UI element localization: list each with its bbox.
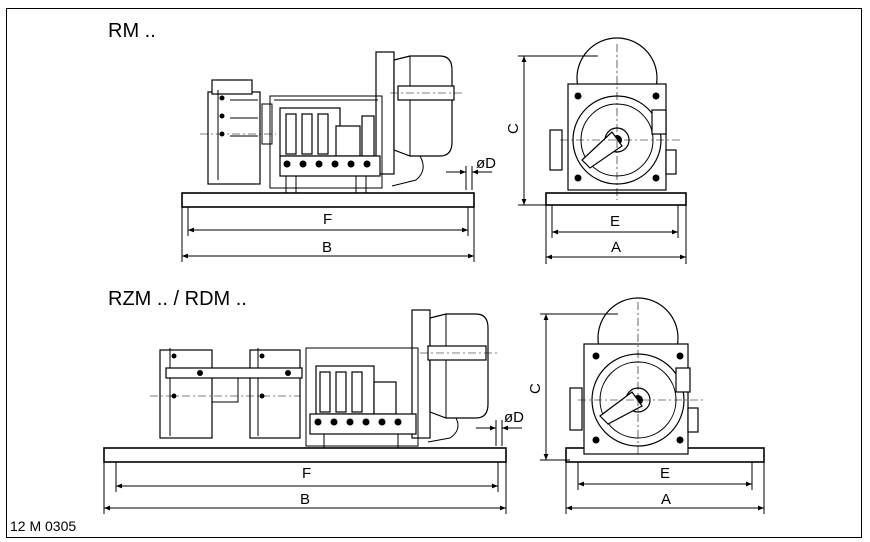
dim-label-b-top: B (322, 239, 332, 256)
drawing-frame (6, 8, 862, 538)
dim-label-a-top: A (611, 239, 621, 256)
dim-label-a-bottom: A (661, 491, 671, 508)
dim-label-e-top: E (610, 213, 620, 230)
dim-label-d-bottom: øD (504, 409, 524, 426)
drawing-code: 12 M 0305 (10, 518, 77, 534)
rm-side-view: øD F B (181, 51, 496, 262)
dim-label-f-top: F (323, 211, 332, 228)
title-rm: RM .. (108, 20, 156, 42)
dim-label-d-top: øD (476, 155, 496, 172)
dim-label-b-bottom: B (300, 491, 310, 508)
rm-front-view: C E A (505, 37, 687, 264)
rzm-front-view: C E A (527, 297, 765, 514)
dim-label-e-bottom: E (660, 465, 670, 482)
dim-label-c-top: C (505, 123, 522, 134)
dim-label-c-bottom: C (527, 383, 544, 394)
title-rzm-rdm: RZM .. / RDM .. (108, 288, 247, 310)
rzm-side-view: øD F B (103, 309, 524, 514)
dim-label-f-bottom: F (302, 465, 311, 482)
